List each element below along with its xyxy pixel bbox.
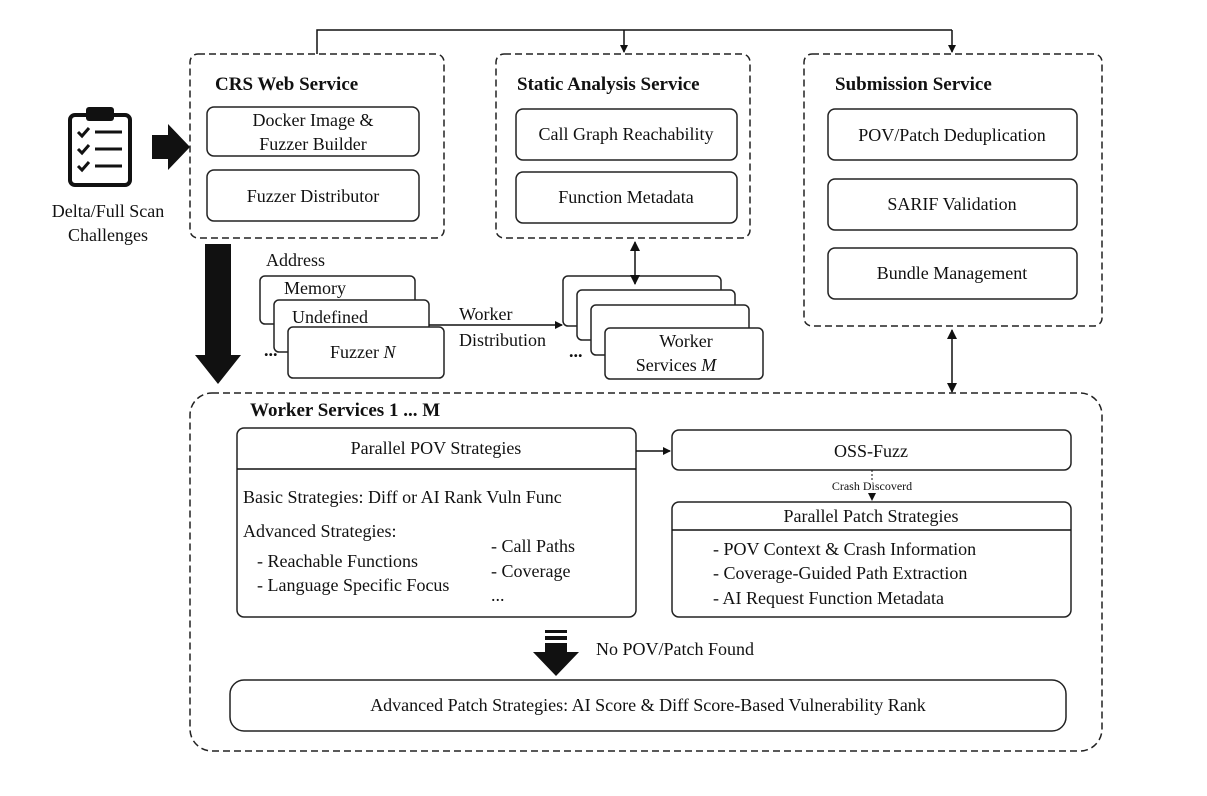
patch-item: - AI Request Function Metadata xyxy=(713,588,944,608)
dedup-label: POV/Patch Deduplication xyxy=(858,125,1045,145)
no-found-label: No POV/Patch Found xyxy=(596,639,754,659)
static-analysis-service-title: Static Analysis Service xyxy=(517,74,700,95)
oss-fuzz-label: OSS-Fuzz xyxy=(834,441,908,461)
call-graph-box xyxy=(515,108,738,161)
fuzzer-undefined-label: Undefined xyxy=(292,307,368,327)
worker-services-container xyxy=(189,392,1103,752)
top-connector xyxy=(316,29,956,54)
bundle-label: Bundle Management xyxy=(877,263,1027,283)
worker-card-m-line1: Worker xyxy=(659,331,713,351)
worker-card-m-line2: Services M xyxy=(636,355,717,375)
pov-advanced: Advanced Strategies: xyxy=(243,521,396,541)
fuzzer-n-label: Fuzzer N xyxy=(330,342,396,362)
worker-card-m xyxy=(604,327,764,380)
worker-distribution-line1: Worker xyxy=(459,304,513,324)
no-found-arrow xyxy=(533,630,579,676)
crash-label: Crash Discoverd xyxy=(832,479,912,493)
pov-basic: Basic Strategies: Diff or AI Rank Vuln F… xyxy=(243,487,562,507)
patch-item: - POV Context & Crash Information xyxy=(713,539,976,559)
fuzzer-card-n xyxy=(287,326,445,379)
worker-services-title: Worker Services 1 ... M xyxy=(250,400,440,421)
pov-title: Parallel POV Strategies xyxy=(351,438,522,458)
input-arrow xyxy=(152,124,190,170)
docker-builder-line2: Fuzzer Builder xyxy=(259,134,366,154)
pov-item-left: - Language Specific Focus xyxy=(257,575,449,595)
input-label-line1: Delta/Full Scan xyxy=(52,201,164,221)
pov-item-right: ... xyxy=(491,585,505,605)
submission-service-box xyxy=(803,53,1103,327)
fuzzer-ellipsis: ... xyxy=(264,340,278,360)
static-analysis-service-box xyxy=(495,53,751,239)
pov-strategies-box xyxy=(236,427,637,618)
advanced-patch-box xyxy=(229,679,1067,732)
call-graph-label: Call Graph Reachability xyxy=(539,124,714,144)
worker-ellipsis: ... xyxy=(569,341,583,361)
docker-builder-line1: Docker Image & xyxy=(253,110,374,130)
pov-item-right: - Call Paths xyxy=(491,536,575,556)
dedup-box xyxy=(827,108,1078,161)
sarif-label: SARIF Validation xyxy=(887,194,1016,214)
function-metadata-label: Function Metadata xyxy=(558,187,693,207)
docker-builder-box xyxy=(206,106,420,157)
bundle-box xyxy=(827,247,1078,300)
input-label-line2: Challenges xyxy=(68,225,148,245)
fuzzer-address-label: Address xyxy=(266,250,325,270)
crs-web-service-title: CRS Web Service xyxy=(215,74,358,95)
fuzzer-distributor-box xyxy=(206,169,420,222)
fuzzer-distributor-label: Fuzzer Distributor xyxy=(247,186,379,206)
pov-item-right: - Coverage xyxy=(491,561,570,581)
patch-title: Parallel Patch Strategies xyxy=(784,506,959,526)
pov-item-left: - Reachable Functions xyxy=(257,551,418,571)
worker-distribution-line2: Distribution xyxy=(459,330,546,350)
crs-web-service-box xyxy=(189,53,445,239)
down-arrow-large xyxy=(195,244,241,384)
submission-service-title: Submission Service xyxy=(835,74,992,95)
patch-item: - Coverage-Guided Path Extraction xyxy=(713,563,967,583)
function-metadata-box xyxy=(515,171,738,224)
clipboard-checklist-icon xyxy=(68,107,132,187)
advanced-patch-label: Advanced Patch Strategies: AI Score & Di… xyxy=(370,695,926,715)
fuzzer-memory-label: Memory xyxy=(284,278,346,298)
sarif-box xyxy=(827,178,1078,231)
